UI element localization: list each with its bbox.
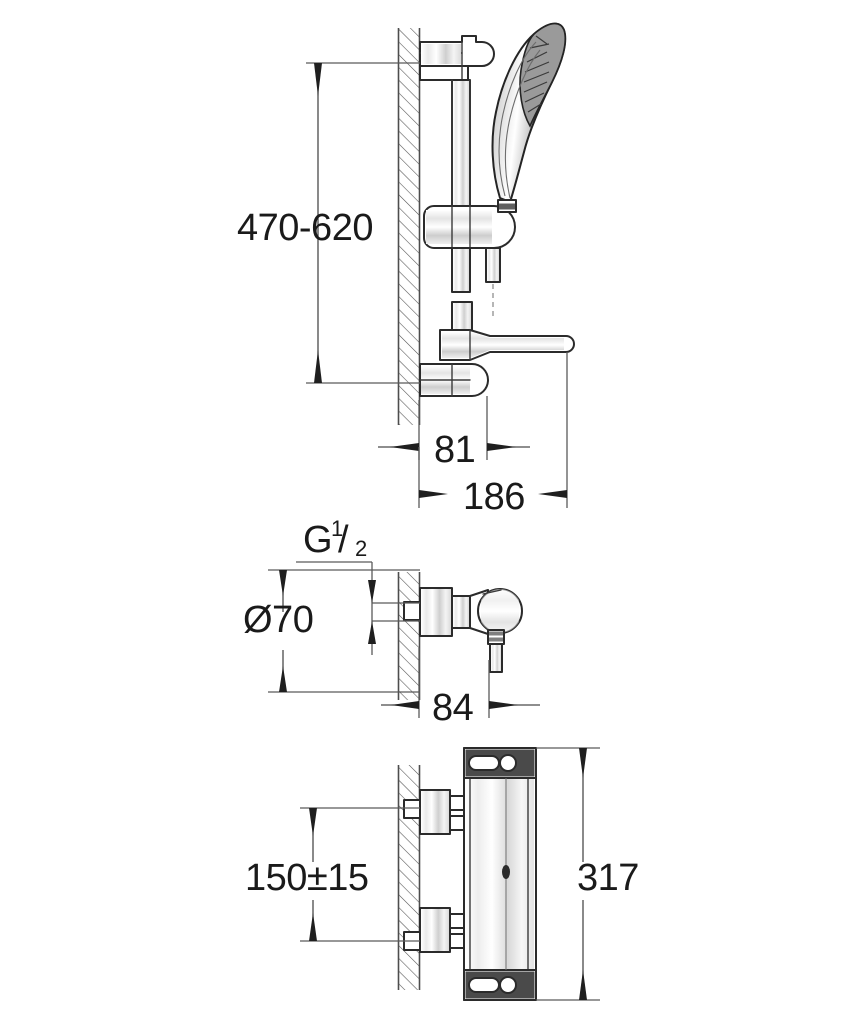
- dimension-label-84: 84: [432, 687, 474, 729]
- view-middle-union-elevation: G 1 / 2 Ø70: [243, 516, 540, 729]
- dimension-label-g: G: [303, 519, 332, 561]
- inlet-connector-upper: [403, 789, 467, 835]
- dimension-g-half: G 1 / 2: [296, 516, 420, 655]
- arrow-down-icon: [279, 570, 287, 596]
- arrow-down-icon: [314, 63, 322, 96]
- dimension-470-620: 470-620: [237, 62, 420, 384]
- thermostatic-mixer-body: [463, 747, 537, 1001]
- dimension-label-81: 81: [434, 429, 475, 471]
- outlet-nipple: [487, 629, 505, 673]
- union-elbow: [469, 588, 523, 635]
- dimension-317: 317: [536, 747, 639, 1001]
- dimension-label-diameter-70: Ø70: [243, 599, 313, 641]
- wall-bushing: [403, 601, 421, 621]
- mixer-lever-body: [419, 301, 575, 397]
- dimension-label-186: 186: [463, 476, 525, 518]
- dimension-label-g-slash: /: [338, 519, 349, 561]
- arrow-right-icon: [419, 490, 448, 498]
- arrow-down-icon: [368, 580, 376, 603]
- wall-section-bottom: [397, 765, 421, 990]
- dimension-84: 84: [381, 648, 540, 729]
- dimension-186: 186: [418, 352, 568, 518]
- dimension-label-317: 317: [577, 857, 639, 899]
- arrow-down-icon: [309, 808, 317, 836]
- dimension-150-plusminus-15: 150±15: [245, 807, 420, 942]
- arrow-left-icon: [487, 443, 516, 451]
- shower-rail-tube: [451, 79, 471, 213]
- arrow-left-icon: [538, 490, 567, 498]
- arrow-up-icon: [279, 666, 287, 692]
- dimension-label-g-denominator: 2: [355, 536, 367, 561]
- dimension-81: 81: [378, 396, 530, 471]
- arrow-up-icon: [579, 970, 587, 1000]
- wall-section-middle: [397, 572, 421, 700]
- spray-nozzle-texture: [523, 35, 550, 113]
- dimension-diameter-70: Ø70: [243, 569, 420, 693]
- rail-slider-holder: [423, 205, 516, 293]
- dimension-label-470-620: 470-620: [237, 207, 373, 249]
- dimension-label-150-15: 150±15: [245, 857, 369, 899]
- arrow-up-icon: [314, 350, 322, 383]
- arrow-right-icon: [391, 701, 419, 709]
- arrow-right-icon: [390, 443, 419, 451]
- arrow-left-icon: [489, 701, 518, 709]
- view-top-shower-rail-elevation: 470-620 81 186: [237, 22, 575, 518]
- arrow-up-icon: [309, 913, 317, 941]
- s-union-escutcheon: [419, 587, 471, 637]
- inlet-connector-lower: [403, 907, 467, 953]
- wall-section-top: [397, 28, 421, 425]
- arrow-down-icon: [579, 748, 587, 778]
- hand-shower-head: [491, 22, 567, 213]
- view-bottom-thermostat-elevation: 150±15 317: [245, 747, 639, 1001]
- handle-highlight: [498, 41, 541, 199]
- arrow-up-icon: [368, 621, 376, 644]
- shower-rail-upper-bracket: [419, 35, 495, 81]
- dimension-label-g-numerator: 1: [331, 516, 343, 541]
